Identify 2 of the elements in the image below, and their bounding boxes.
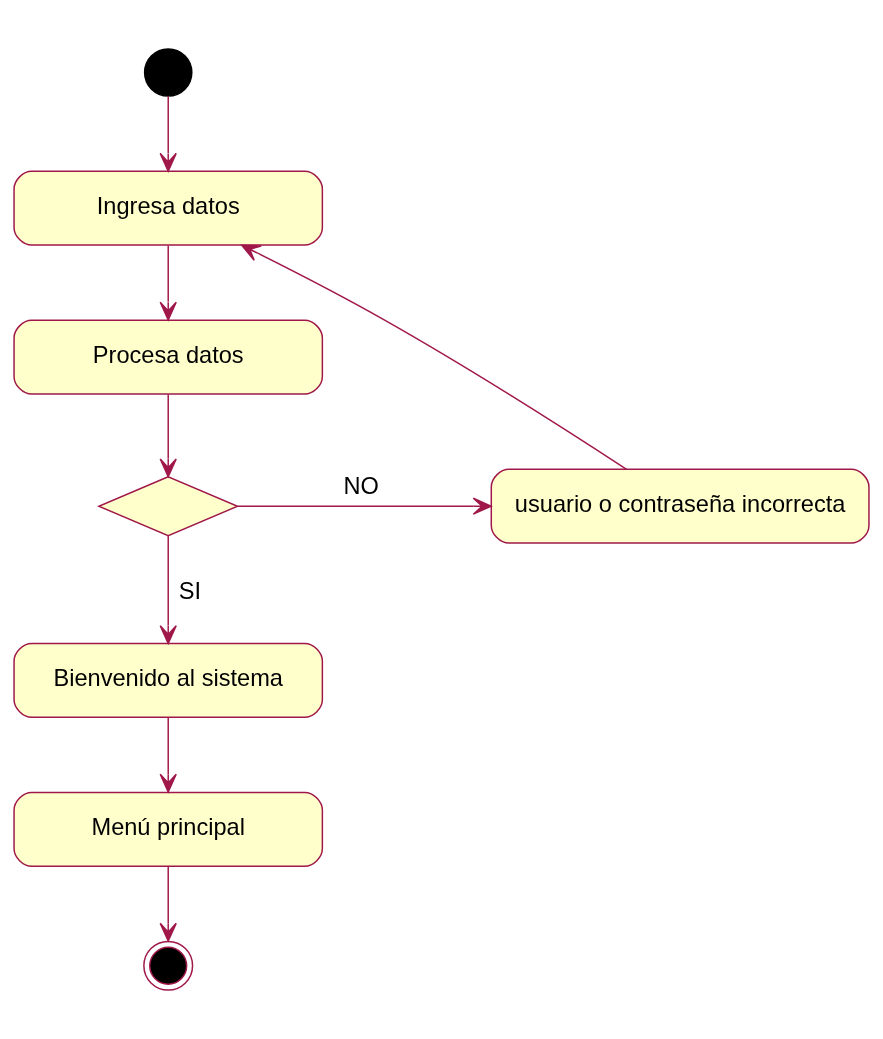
edge-label: NO — [343, 473, 379, 500]
edge-label: SI — [178, 577, 202, 604]
